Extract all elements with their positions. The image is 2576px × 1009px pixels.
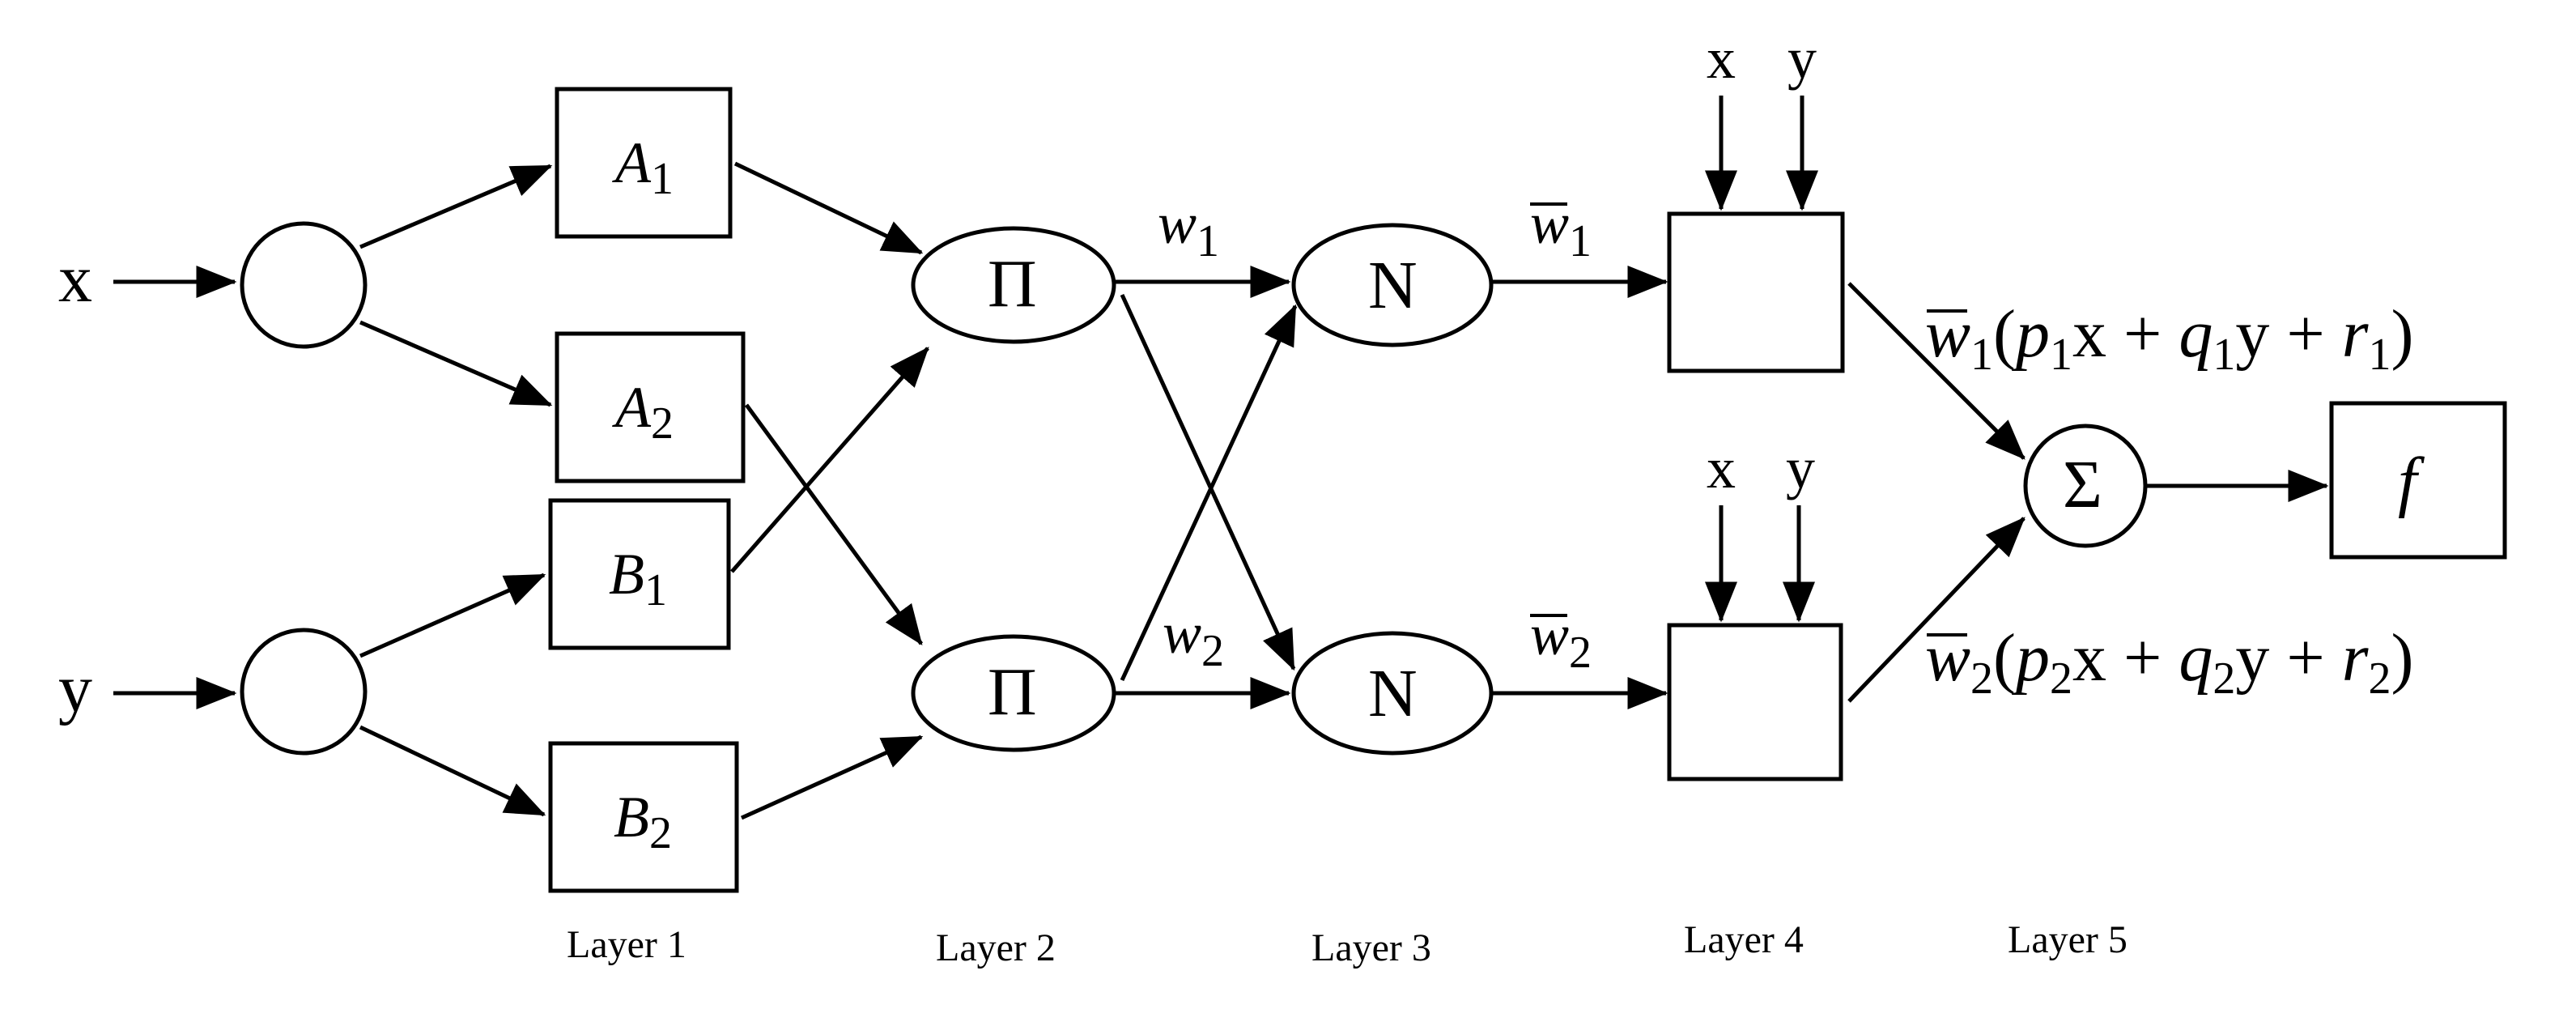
weight-wbar1-label: w1 <box>1530 191 1592 266</box>
product-node-2-symbol: Π <box>988 654 1037 730</box>
arrow-a2-to-product2 <box>744 403 924 646</box>
rule-node-2-box <box>1667 623 1843 781</box>
normalize-node-1-symbol: N <box>1368 248 1418 323</box>
arrow-a1-to-product1 <box>733 161 924 255</box>
mf-a1-label: A1 <box>612 130 674 204</box>
input-y-label: y <box>58 651 92 726</box>
rule-node-1-box <box>1667 211 1845 373</box>
arrow-product1-to-normalize2 <box>1120 293 1296 671</box>
mf-b2-box <box>548 741 739 893</box>
svg-text:w2(p2x + q2y + r2): w2(p2x + q2y + r2) <box>1925 620 2413 704</box>
svg-text:w1: w1 <box>1530 191 1592 266</box>
mf-b1-label: B1 <box>609 542 667 615</box>
arrow-xnode-to-a1 <box>359 164 553 249</box>
rule2-input-y: y <box>1786 436 1815 500</box>
mf-b1-box <box>548 498 731 650</box>
input-y-node <box>240 628 368 756</box>
arrow-rule2-to-sum <box>1847 517 2026 703</box>
layer-1-label: Layer 1 <box>567 923 687 966</box>
sum-node <box>2023 424 2148 548</box>
output-label: f <box>2398 444 2425 519</box>
rule2-input-x: x <box>1707 436 1736 500</box>
mf-a2-box <box>555 331 746 483</box>
input-x-label: x <box>58 241 92 317</box>
normalize-node-2-symbol: N <box>1368 656 1418 731</box>
mf-a1-box <box>555 87 733 239</box>
weight-w1-label: w1 <box>1158 191 1219 266</box>
mf-a2-label: A2 <box>612 375 674 449</box>
arrow-xnode-to-a2 <box>359 320 553 407</box>
arrow-product2-to-normalize1 <box>1120 304 1298 682</box>
layer-4-label: Layer 4 <box>1684 918 1804 961</box>
layer-3-label: Layer 3 <box>1311 926 1431 969</box>
weight-w2-label: w2 <box>1163 601 1224 676</box>
mf-b2-label: B2 <box>614 785 672 858</box>
arrow-ynode-to-b2 <box>359 725 546 817</box>
input-x-node <box>240 221 368 349</box>
normalize-node-1 <box>1291 223 1494 347</box>
rule1-expression: w1(p1x + q1y + r1) <box>1925 296 2413 380</box>
svg-text:w2: w2 <box>1530 602 1592 678</box>
sum-node-symbol: Σ <box>2063 447 2102 522</box>
arrow-rule1-to-sum <box>1847 282 2026 460</box>
output-box <box>2329 401 2507 560</box>
layer-2-label: Layer 2 <box>936 926 1056 969</box>
product-node-1 <box>911 226 1116 344</box>
arrow-b1-to-product1 <box>730 347 929 573</box>
product-node-1-symbol: Π <box>988 246 1037 321</box>
layer-5-label: Layer 5 <box>2008 918 2128 961</box>
normalize-node-2 <box>1291 631 1494 756</box>
arrow-ynode-to-b1 <box>359 573 546 658</box>
weight-wbar2-label: w2 <box>1530 602 1592 678</box>
rule1-input-y: y <box>1787 26 1817 91</box>
arrow-b2-to-product2 <box>740 734 924 820</box>
rule2-expression: w2(p2x + q2y + r2) <box>1925 620 2413 704</box>
product-node-2 <box>911 634 1116 752</box>
rule1-input-x: x <box>1707 26 1736 91</box>
svg-text:w1(p1x + q1y + r1): w1(p1x + q1y + r1) <box>1925 296 2413 380</box>
